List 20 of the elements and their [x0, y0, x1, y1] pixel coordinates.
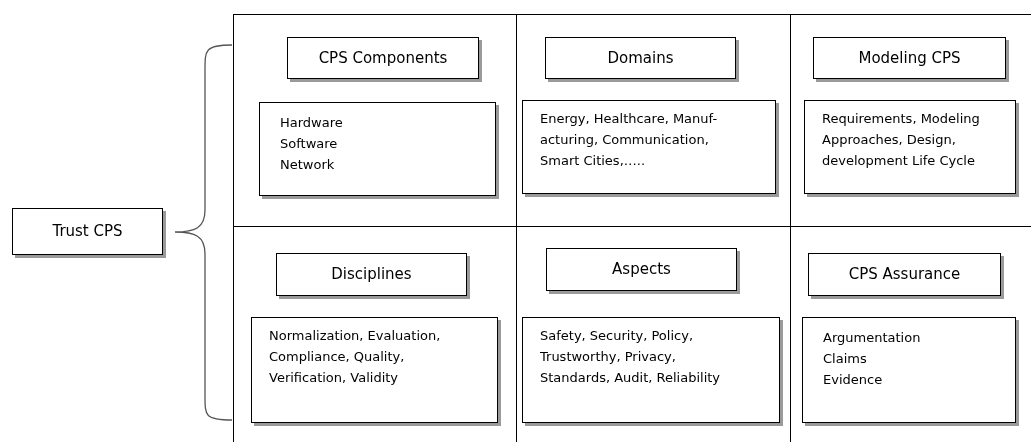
category-box: Modeling CPS	[813, 37, 1006, 79]
content-box	[802, 317, 1016, 423]
list-item: Network	[280, 156, 335, 174]
root-box: Trust CPS	[12, 208, 163, 255]
category-box: Disciplines	[276, 253, 467, 296]
content-box: Normalization, Evaluation, Compliance, Quality, Verification, Validity	[251, 317, 498, 423]
content-box: Safety, Security, Policy, Trustworthy, Privacy, Standards, Audit, Reliability	[522, 317, 780, 423]
category-box: Aspects	[546, 248, 737, 291]
list-item: Claims	[823, 350, 867, 368]
list-item: Software	[280, 135, 338, 153]
list-item: Argumentation	[823, 329, 921, 347]
content-box: Requirements, Modeling Approaches, Design, development Life Cycle	[804, 100, 1016, 194]
content-box	[259, 102, 496, 196]
list-item: Hardware	[280, 114, 343, 132]
category-box: CPS Components	[287, 37, 479, 79]
list-item: Evidence	[823, 371, 883, 389]
category-box: CPS Assurance	[808, 253, 1001, 296]
content-box: Energy, Healthcare, Manuf- acturing, Communication, Smart Cities,…..	[522, 100, 776, 194]
category-box: Domains	[545, 37, 736, 79]
grid-frame	[233, 14, 1031, 442]
